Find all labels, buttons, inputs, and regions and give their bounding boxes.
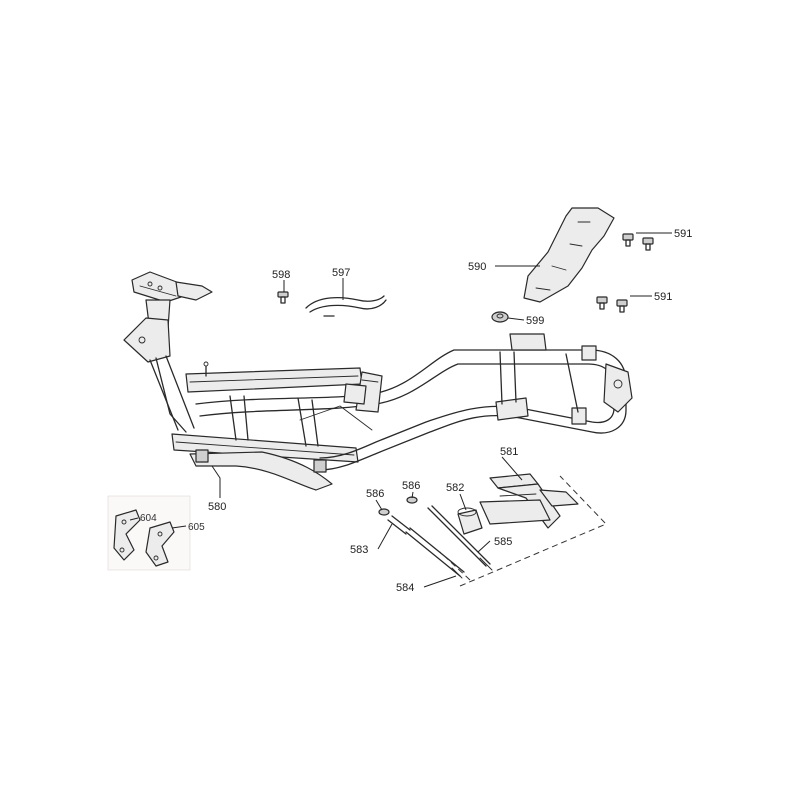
part-582-bushing <box>457 507 483 535</box>
part-586-washers <box>378 496 418 516</box>
main-frame <box>123 271 633 491</box>
part-590-plate <box>523 207 615 303</box>
label-582: 582 <box>446 482 464 494</box>
label-584: 584 <box>396 582 414 594</box>
label-590: 590 <box>468 261 486 273</box>
label-605: 605 <box>188 522 205 533</box>
part-597-cable <box>305 295 387 317</box>
part-583-pin <box>387 515 411 535</box>
leader-lines <box>129 232 672 588</box>
part-599-nut <box>491 311 509 323</box>
group-581-outline <box>459 475 607 587</box>
label-586-left: 586 <box>366 488 384 500</box>
label-580: 580 <box>208 501 226 513</box>
group-585-outline <box>439 551 471 581</box>
label-598: 598 <box>272 269 290 281</box>
part-598-screw <box>277 291 289 304</box>
label-585: 585 <box>494 536 512 548</box>
label-581: 581 <box>500 446 518 458</box>
part-591-bolts-lower <box>596 296 628 313</box>
label-586-right: 586 <box>402 480 420 492</box>
label-604: 604 <box>140 513 157 524</box>
label-591-upper: 591 <box>674 228 692 240</box>
inset-brackets <box>107 495 191 571</box>
label-599: 599 <box>526 315 544 327</box>
label-597: 597 <box>332 267 350 279</box>
part-labels: 580 581 582 583 584 585 586 586 590 591 … <box>140 228 692 594</box>
part-591-bolts-upper <box>622 233 654 251</box>
label-591-lower: 591 <box>654 291 672 303</box>
part-585-shaft <box>427 505 493 571</box>
label-583: 583 <box>350 544 368 556</box>
part-581-stand <box>479 473 579 529</box>
part-584-rod <box>405 527 465 579</box>
